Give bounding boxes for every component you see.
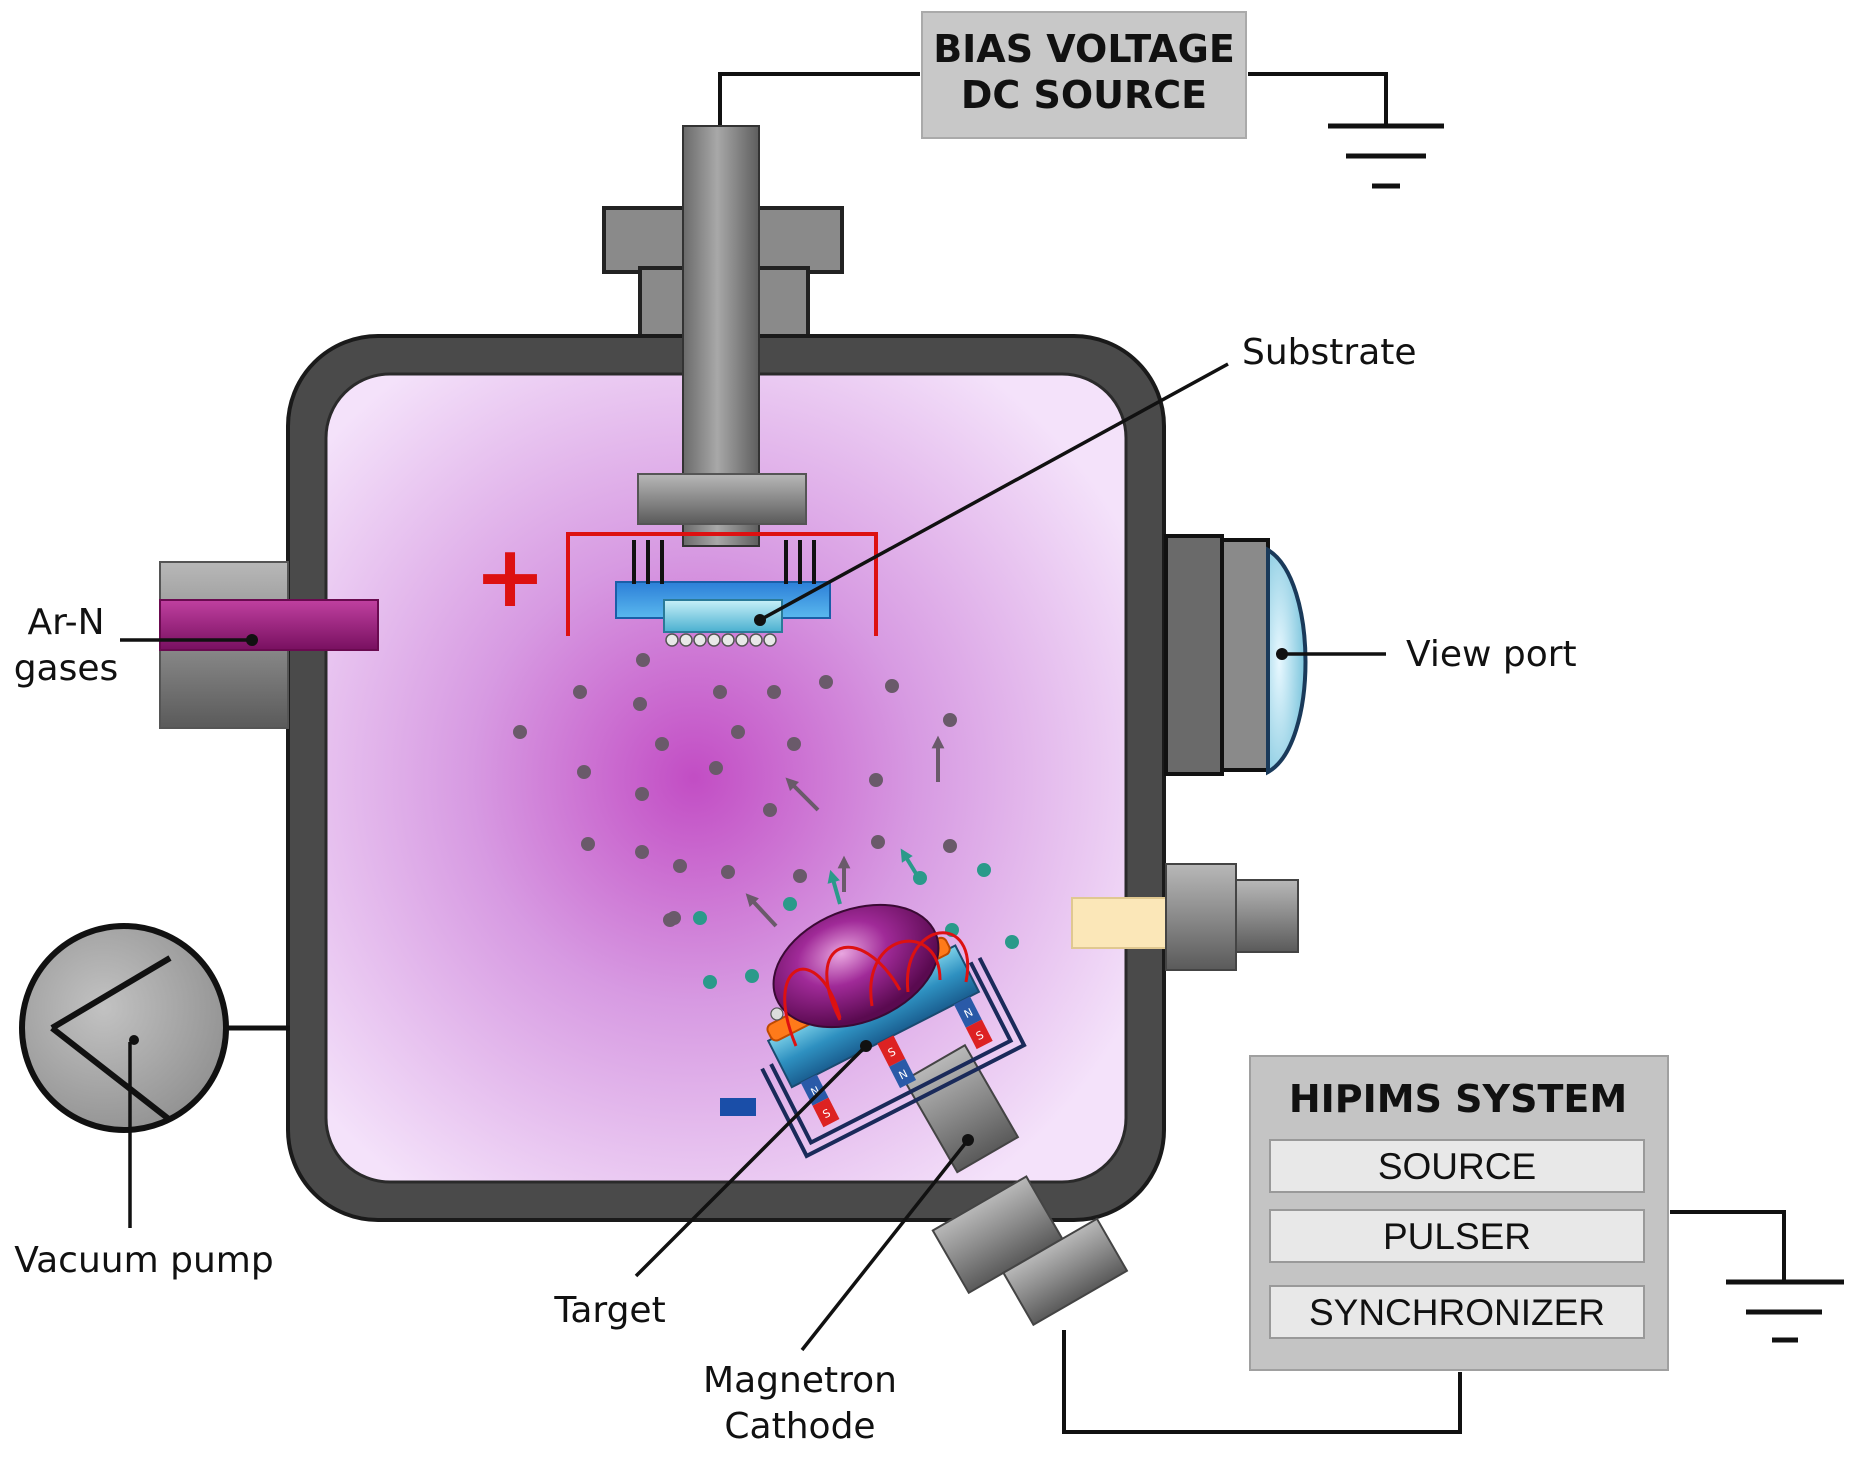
side-feedthrough [1071, 863, 1299, 971]
cathode-stem [902, 1043, 1020, 1174]
substrate-leader [759, 362, 1229, 622]
ion-arrows [827, 848, 922, 905]
substrate-label: Substrate [1242, 332, 1417, 373]
view-port-leader-dot [1276, 648, 1288, 660]
view-port [1164, 534, 1308, 776]
magnetic-field-lines [783, 931, 970, 1047]
target-leader-dot [860, 1040, 872, 1052]
view-port-glass [1266, 546, 1308, 776]
hipims-synchronizer-label: SYNCHRONIZER [1309, 1292, 1605, 1333]
target-label: Target [553, 1290, 665, 1331]
positive-sign: + [474, 527, 546, 627]
magnetron-cathode: N S S N N S [760, 903, 1129, 1327]
magnetron-label-line1: Magnetron [703, 1360, 897, 1401]
hipims-ground-symbol [1726, 1279, 1844, 1343]
bias-electrode-frame [566, 532, 878, 636]
hipims-source-box [1269, 1139, 1645, 1193]
bias-ground-symbol [1328, 123, 1444, 189]
hipims-synchronizer-box [1269, 1285, 1645, 1339]
target-leader [634, 1044, 868, 1278]
gas-label-line1: Ar-N [27, 602, 104, 643]
hipims-pulser-box [1269, 1209, 1645, 1263]
vacuum-pump-label: Vacuum pump [14, 1240, 273, 1281]
hipims-title: HIPIMS SYSTEM [1289, 1077, 1627, 1121]
substrate-atoms [665, 633, 777, 647]
substrate-leader-dot [754, 614, 766, 626]
view-port-label: View port [1406, 634, 1577, 675]
bias-voltage-source: BIAS VOLTAGE DC SOURCE [921, 11, 1247, 139]
sputtered-particle-arrows [745, 735, 945, 928]
hipims-wire-to-ground [1670, 1210, 1786, 1282]
bias-source-title-line1: BIAS VOLTAGE [933, 27, 1235, 71]
gas-pipe [159, 599, 379, 651]
hipims-wire-to-cathode [1062, 1330, 1462, 1434]
vacuum-pump [19, 923, 229, 1133]
magnet-right: N S [953, 996, 993, 1050]
magnet-center: S N [877, 1035, 917, 1089]
bias-wire-to-ground [1248, 72, 1388, 126]
gas-label-line2: gases [14, 648, 119, 689]
sputtered-particles [513, 653, 957, 927]
holder-plate [637, 473, 807, 525]
magnetron-leader [800, 1138, 970, 1352]
hipims-source-label: SOURCE [1378, 1146, 1536, 1187]
magnetron-leader-dot [962, 1134, 974, 1146]
hipims-pulser-label: PULSER [1383, 1216, 1531, 1257]
gas-leader-dot [246, 634, 258, 646]
hipims-system: HIPIMS SYSTEM SOURCE PULSER SYNCHRONIZER [1249, 1055, 1669, 1371]
magnetron-label-line2: Cathode [724, 1406, 875, 1447]
substrate-holder-assembly [615, 125, 831, 647]
gas-inlet [159, 561, 379, 729]
bias-source-title-line2: DC SOURCE [961, 73, 1207, 117]
cathode-mount [931, 1175, 1129, 1327]
bias-wire-to-substrate [718, 72, 920, 128]
substrate-clamps [632, 540, 816, 584]
negative-sign-marker [720, 1098, 756, 1116]
